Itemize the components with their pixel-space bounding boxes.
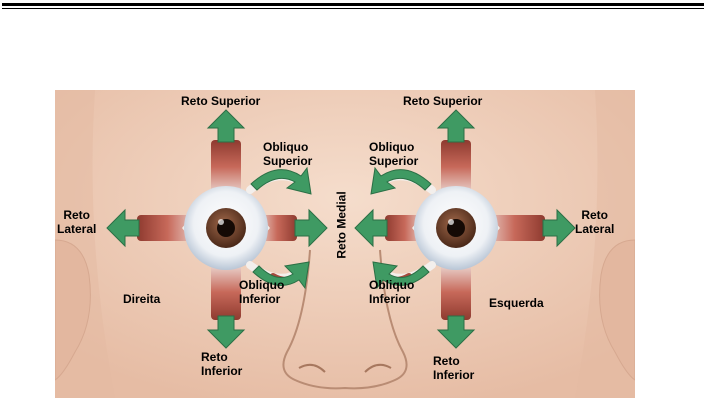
- left-side-label: Esquerda: [489, 296, 544, 310]
- header-rule-thick: [2, 3, 704, 6]
- right-inferior-oblique-label: Obliquo Inferior: [239, 278, 284, 306]
- right-superior-rectus-label: Reto Superior: [181, 94, 260, 108]
- eye-muscles-figure: Reto Superior Reto Superior Obliquo Supe…: [55, 90, 635, 398]
- header-rule-thin: [2, 8, 704, 9]
- right-superior-oblique-label: Obliquo Superior: [263, 140, 312, 168]
- left-superior-rectus-label: Reto Superior: [403, 94, 482, 108]
- medial-rectus-label: Reto Medial: [335, 191, 349, 258]
- left-inferior-oblique-label: Obliquo Inferior: [369, 278, 414, 306]
- right-side-label: Direita: [123, 292, 160, 306]
- left-inferior-rectus-label: Reto Inferior: [433, 354, 474, 382]
- right-lateral-rectus-label: Reto Lateral: [57, 208, 96, 236]
- left-superior-oblique-label: Obliquo Superior: [369, 140, 418, 168]
- left-lateral-rectus-label: Reto Lateral: [575, 208, 614, 236]
- right-inferior-rectus-label: Reto Inferior: [201, 350, 242, 378]
